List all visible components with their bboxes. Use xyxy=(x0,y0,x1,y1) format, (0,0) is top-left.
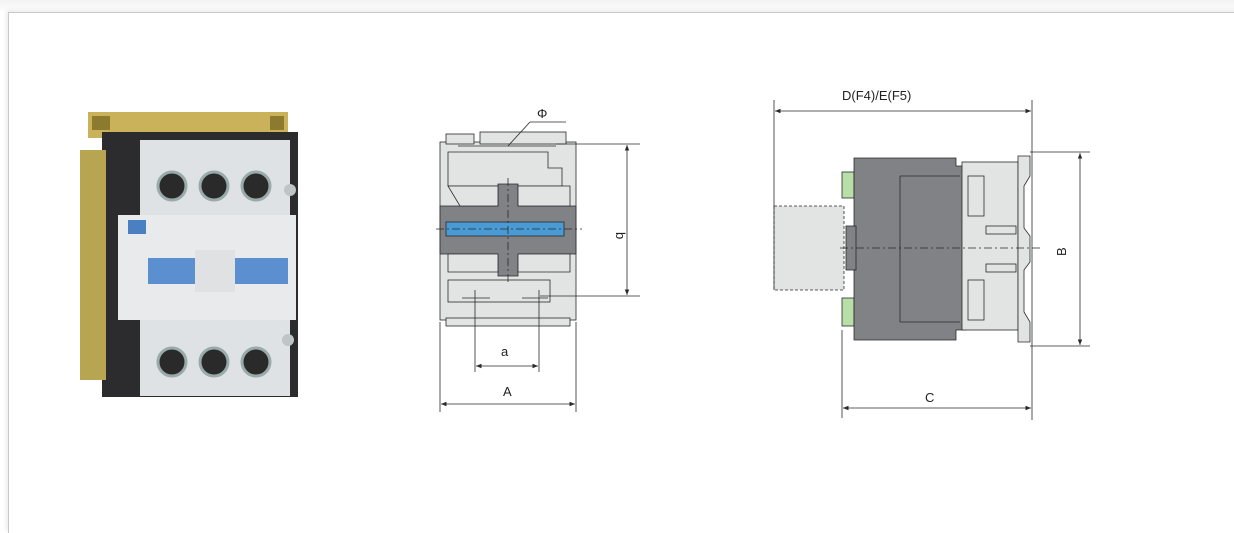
dim-A-label: A xyxy=(503,384,512,399)
photo-side-bracket xyxy=(80,150,106,380)
front-bottom-strip xyxy=(445,317,571,327)
terminal-screw-icon xyxy=(240,170,272,202)
photo-center-cover xyxy=(195,250,235,292)
side-coil-body xyxy=(853,157,967,341)
side-optional-module xyxy=(773,205,845,291)
photo-bracket-hole xyxy=(92,116,110,130)
front-top-tab xyxy=(445,133,475,145)
front-wing xyxy=(447,185,499,207)
photo-bracket-hole xyxy=(270,116,284,130)
contactor-photo xyxy=(80,112,298,397)
dim-C-label: C xyxy=(925,390,934,405)
side-view xyxy=(773,100,1090,420)
dim-D-label: D(F4)/E(F5) xyxy=(842,88,911,103)
terminal-screw-icon xyxy=(198,346,230,378)
dim-B-label: B xyxy=(1054,247,1069,256)
side-contact-slot xyxy=(967,175,985,217)
terminal-screw-icon xyxy=(156,346,188,378)
side-contact-slot xyxy=(967,279,985,321)
terminal-screw-icon xyxy=(156,170,188,202)
side-screw-icon xyxy=(284,184,296,196)
front-view xyxy=(436,121,640,412)
front-wing xyxy=(517,253,571,273)
front-wing xyxy=(517,185,571,207)
side-din-clip xyxy=(1017,155,1031,343)
dim-a-label: a xyxy=(501,344,509,359)
top-shadow-bar xyxy=(0,0,1234,12)
front-top-strip xyxy=(479,131,567,145)
side-green-pad xyxy=(841,297,855,327)
front-upper-terminal xyxy=(447,151,563,187)
terminal-screw-icon xyxy=(198,170,230,202)
side-contact-slot xyxy=(985,263,1017,273)
photo-brand-label xyxy=(128,220,146,234)
side-screw-icon xyxy=(282,334,294,346)
terminal-screw-icon xyxy=(240,346,272,378)
side-green-pad xyxy=(841,171,855,199)
side-contact-slot xyxy=(985,225,1017,235)
front-wing xyxy=(447,253,499,273)
dimension-drawing: Φ b a A D(F4)/E(F5) xyxy=(80,88,1090,420)
dim-phi-label: Φ xyxy=(537,106,547,121)
dim-b-label: b xyxy=(613,232,628,239)
front-lower-terminal xyxy=(447,279,551,303)
phi-leader xyxy=(507,121,531,147)
